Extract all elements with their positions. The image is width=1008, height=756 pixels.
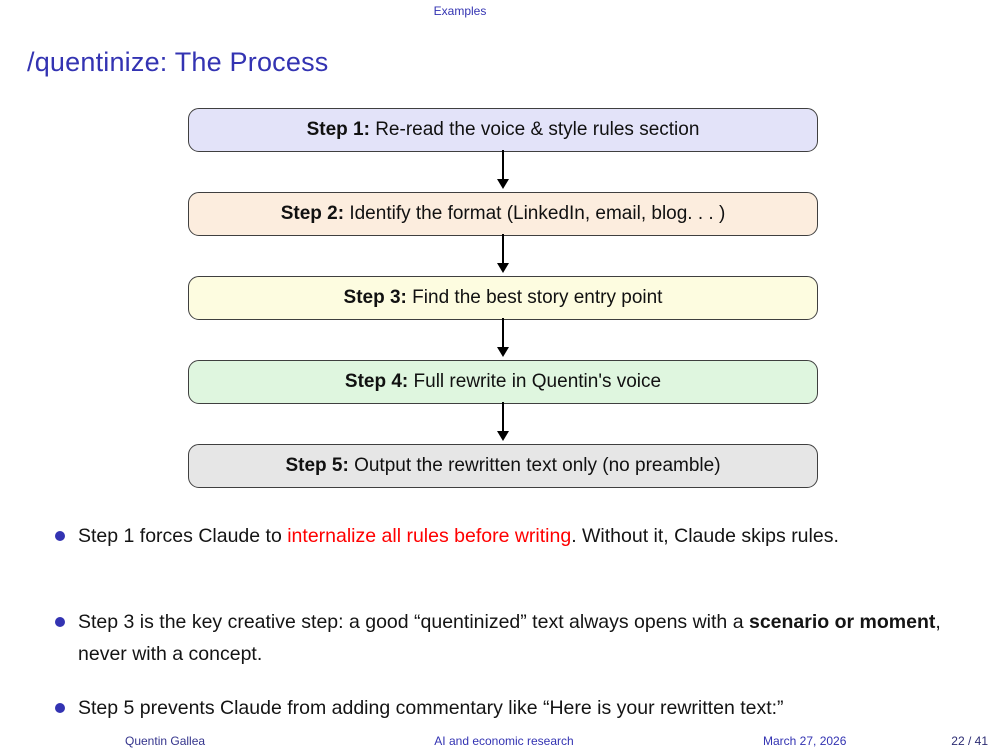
- arrow-down-icon: [497, 318, 509, 358]
- step-4-label: Step 4:: [344, 371, 409, 392]
- footer-short-title: AI and economic research: [434, 734, 574, 748]
- footer-page-number: 22 / 41: [951, 734, 988, 748]
- arrow-head: [497, 431, 509, 441]
- bullet-step5-note: Step 5 prevents Claude from adding comme…: [55, 692, 990, 724]
- flowchart-step-2: Step 2: Identify the format (LinkedIn, e…: [188, 192, 818, 236]
- step-4-text: Full rewrite in Quentin's voice: [408, 371, 662, 392]
- step-5-text: Output the rewritten text only (no pream…: [348, 455, 721, 476]
- arrow-shaft: [502, 402, 504, 432]
- slide-title: /quentinize: The Process: [27, 47, 329, 77]
- arrow-down-icon: [497, 402, 509, 442]
- bullet-text-segment: Step 5 prevents Claude from adding comme…: [78, 697, 784, 719]
- bullet-step1-note: Step 1 forces Claude to internalize all …: [55, 520, 990, 552]
- bullet-text-bold: scenario or moment: [748, 611, 936, 633]
- flowchart-step-5: Step 5: Output the rewritten text only (…: [188, 444, 818, 488]
- step-1-text: Re-read the voice & style rules section: [369, 119, 700, 140]
- footline: AI and economic research Quentin Gallea …: [0, 734, 1008, 752]
- step-3-text: Find the best story entry point: [406, 287, 663, 308]
- arrow-shaft: [502, 150, 504, 180]
- flowchart-step-3: Step 3: Find the best story entry point: [188, 276, 818, 320]
- bullet-step3-note: Step 3 is the key creative step: a good …: [55, 606, 990, 670]
- step-1-label: Step 1:: [306, 119, 370, 140]
- footer-author: Quentin Gallea: [125, 734, 206, 748]
- bullet-text-segment: . Without it, Claude skips rules.: [571, 525, 839, 547]
- step-2-label: Step 2:: [280, 203, 345, 224]
- bullet-text-segment: , never with a concept.: [78, 611, 941, 665]
- arrow-down-icon: [497, 150, 509, 190]
- step-3-label: Step 3:: [343, 287, 407, 308]
- step-5-label: Step 5:: [285, 455, 349, 476]
- arrow-shaft: [502, 234, 504, 264]
- step-2-text: Identify the format (LinkedIn, email, bl…: [344, 203, 726, 224]
- flowchart-step-1: Step 1: Re-read the voice & style rules …: [188, 108, 818, 152]
- section-header: Examples: [433, 4, 487, 18]
- footer-date: March 27, 2026: [763, 734, 847, 748]
- arrow-head: [497, 179, 509, 189]
- bullet-text-highlight-red: internalize all rules before writing: [287, 525, 572, 547]
- arrow-down-icon: [497, 234, 509, 274]
- flowchart-step-4: Step 4: Full rewrite in Quentin's voice: [188, 360, 818, 404]
- arrow-shaft: [502, 318, 504, 348]
- arrow-head: [497, 263, 509, 273]
- bullet-text-segment: Step 1 forces Claude to: [78, 525, 288, 547]
- bullet-text-segment: Step 3 is the key creative step: a good …: [78, 611, 749, 633]
- arrow-head: [497, 347, 509, 357]
